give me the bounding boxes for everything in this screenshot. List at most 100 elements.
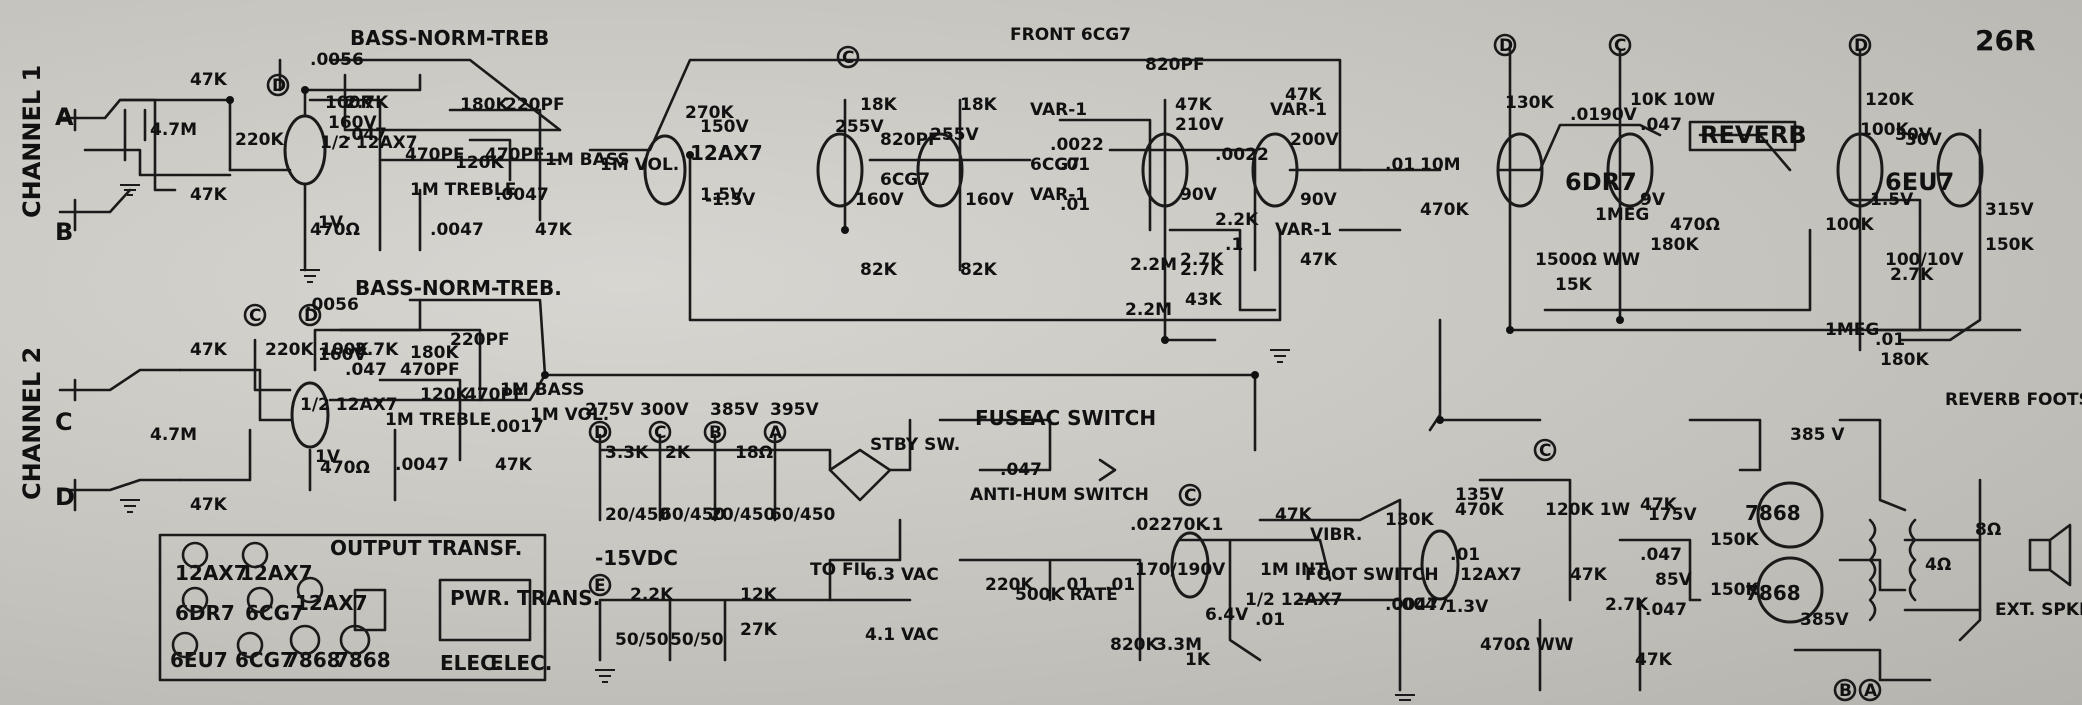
v8-label: 1/2 12AX7 xyxy=(1245,590,1343,610)
bass-1-label: 1M BASS xyxy=(545,150,630,170)
voltage-v275: 275V xyxy=(585,400,634,420)
component-value: .0047 xyxy=(1385,595,1439,615)
ohm-8-label: 8Ω xyxy=(1975,520,2001,540)
component-value: .0047 xyxy=(495,185,549,205)
ext-spkr-label: EXT. SPKR xyxy=(1995,600,2082,620)
component-value: .0047 xyxy=(430,220,484,240)
to-fil-label: TO FIL. xyxy=(810,560,877,580)
fuse-label: FUSE xyxy=(975,406,1033,430)
channel-2-label: CHANNEL 2 xyxy=(18,347,46,500)
component-value: 3.3K xyxy=(605,443,649,463)
component-value: .0017 xyxy=(490,417,544,437)
component-value: 4.7M xyxy=(150,120,197,140)
v2-label: 12AX7 xyxy=(690,141,763,165)
vac-41-label: 4.1 VAC xyxy=(865,625,939,645)
component-value: .01 xyxy=(1060,575,1090,595)
vol-1-label: 1M VOL. xyxy=(600,155,679,175)
component-value: .01 xyxy=(1385,155,1415,175)
component-value: 1500Ω WW xyxy=(1535,250,1640,270)
elec-1-label: ELEC. xyxy=(440,651,502,675)
voltage-v160: 160V xyxy=(328,113,377,133)
node-b-1: B xyxy=(709,423,722,443)
node-b-2: B xyxy=(1839,681,1852,701)
v2-tube-symbol xyxy=(643,134,687,206)
page-title: 26R xyxy=(1975,24,2036,57)
voltage-v1p5: 1.5V xyxy=(700,185,744,205)
component-value: 2.7K xyxy=(1180,260,1224,280)
component-value: 43K xyxy=(1185,290,1223,310)
voltage-v1vb: 1V xyxy=(315,447,341,467)
voltage-v385: 385 V xyxy=(1790,425,1845,445)
vac-63-label: 6.3 VAC xyxy=(865,565,939,585)
ohm-4-label: 4Ω xyxy=(1925,555,1951,575)
component-value: 1K xyxy=(1185,650,1211,670)
layout-tube-4: 6CG7 xyxy=(245,601,304,625)
component-value: 120K xyxy=(1865,90,1914,110)
component-value: 47K xyxy=(190,70,228,90)
component-value: 470PF xyxy=(405,145,465,165)
component-value: 47K xyxy=(1635,650,1673,670)
stby-label: STBY SW. xyxy=(870,435,960,455)
component-value: .0047 xyxy=(395,455,449,475)
v1-tube-symbol xyxy=(283,114,327,186)
component-value: 18Ω xyxy=(735,443,773,463)
voltage-v170: 170/190V xyxy=(1135,560,1226,580)
v4-label: 6CG7 xyxy=(1030,155,1080,175)
component-value: 100K xyxy=(1825,215,1874,235)
voltage-v90c: 90V xyxy=(1600,105,1638,125)
voltage-v175: 175V xyxy=(1648,505,1697,525)
layout-tube-6: 6EU7 xyxy=(170,648,228,672)
component-value: 150K xyxy=(1710,530,1759,550)
component-value: 3.3M xyxy=(1155,635,1202,655)
component-value: 47K xyxy=(1175,95,1213,115)
v7-tube-symbol xyxy=(290,381,330,449)
elec-2-label: ELEC. xyxy=(490,651,552,675)
component-value: 2.7K xyxy=(1605,595,1649,615)
component-value: 2.2M xyxy=(1130,255,1177,275)
component-value: 150K xyxy=(1985,235,2034,255)
component-value: 47K xyxy=(1640,495,1678,515)
component-value: .01 xyxy=(1060,195,1090,215)
voltage-v385c: 385V xyxy=(710,400,759,420)
component-value: 180K xyxy=(410,343,459,363)
treble-1-label: 1M TREBLE xyxy=(410,180,516,200)
v11-label: 7868 xyxy=(1745,581,1801,605)
voltage-v90: 90V xyxy=(1180,185,1218,205)
component-value: .0056 xyxy=(305,295,359,315)
component-value: 100K xyxy=(325,93,374,113)
front-6cg7-label: FRONT 6CG7 xyxy=(1010,25,1131,45)
component-value: .01 xyxy=(1060,155,1090,175)
voltage-v90b: 90V xyxy=(1300,190,1338,210)
jack-c-label: C xyxy=(55,408,73,436)
component-value: .01 xyxy=(1105,575,1135,595)
treble-2-label: 1M TREBLE xyxy=(385,410,491,430)
ac-switch-label: AC SWITCH xyxy=(1030,406,1156,430)
component-value: .0022 xyxy=(1215,145,1269,165)
component-value: .1 xyxy=(1205,515,1223,535)
var-1-a-label: VAR-1 xyxy=(1030,100,1087,120)
component-value: 150K xyxy=(1710,580,1759,600)
tone-switch-1-label: BASS-NORM-TREB xyxy=(350,26,549,50)
v6-label: 6EU7 xyxy=(1885,168,1954,196)
v9-tube-symbol xyxy=(1420,529,1460,601)
component-value: 100K xyxy=(320,340,369,360)
node-c-1: C xyxy=(842,48,854,68)
component-value: 15K xyxy=(1555,275,1593,295)
component-value: 10M xyxy=(1420,155,1461,175)
voltage-v300: 300V xyxy=(640,400,689,420)
node-c-3: C xyxy=(249,306,261,326)
node-c-5: C xyxy=(1184,486,1196,506)
voltage-v85: 85V xyxy=(1655,570,1693,590)
reverb-label: REVERB xyxy=(1700,121,1807,149)
component-value: 220K xyxy=(265,340,314,360)
voltage-v200: 200V xyxy=(1290,130,1339,150)
node-d-5: D xyxy=(594,423,608,443)
component-value: 470K xyxy=(1420,200,1469,220)
vibr-label: VIBR. xyxy=(1310,525,1362,545)
v9-label: 12AX7 xyxy=(1460,565,1522,585)
voltage-v160c: 160V xyxy=(855,190,904,210)
bass-2-label: 1M BASS xyxy=(500,380,585,400)
v3-label: 6CG7 xyxy=(880,170,930,190)
component-value: .01 xyxy=(1570,105,1600,125)
